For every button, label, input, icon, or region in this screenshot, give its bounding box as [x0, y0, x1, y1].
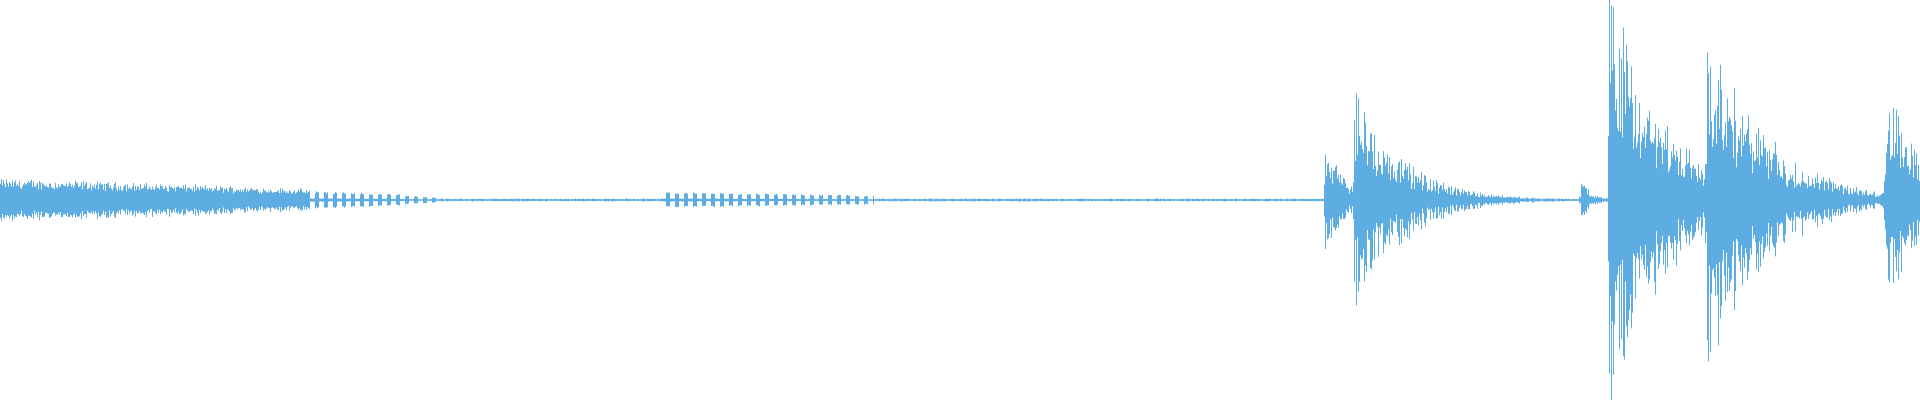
waveform-samples [0, 0, 1920, 400]
waveform-graphic [0, 0, 1920, 400]
audio-waveform-view[interactable] [0, 0, 1920, 400]
